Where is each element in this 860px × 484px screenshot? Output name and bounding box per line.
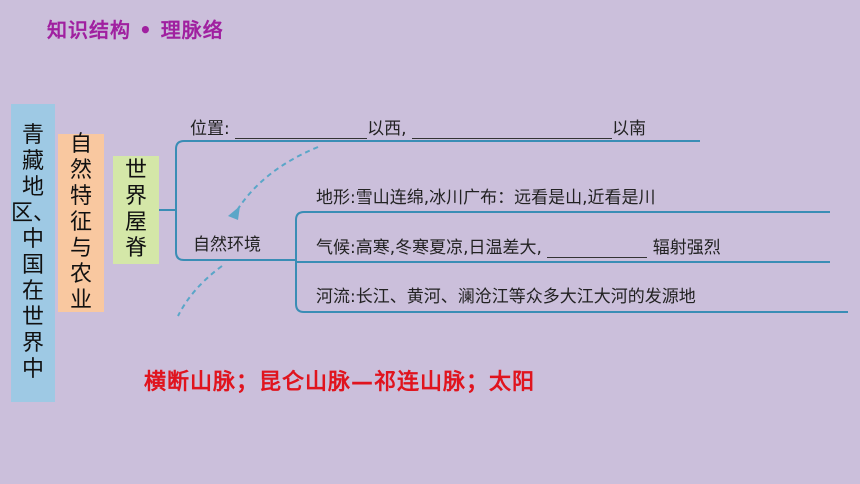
position-mid: 以西, xyxy=(367,119,407,139)
position-label: 位置: xyxy=(190,119,230,139)
climate-row: 气候:高寒,冬寒夏凉,日温差大, 辐射强烈 xyxy=(316,233,721,258)
natural-env-label: 自然环境 xyxy=(193,235,261,255)
position-end: 以南 xyxy=(611,119,646,139)
dashed-arrow-position xyxy=(235,146,319,213)
roof-of-world-box: 世界 屋脊 xyxy=(113,156,159,264)
dashed-arrow-env xyxy=(177,265,223,317)
terrain-row: 地形:雪山连绵,冰川广布：远看是山,近看是川 xyxy=(316,188,656,208)
region-title-box: 青藏 地区、 中国 在世 界中 xyxy=(11,104,55,402)
rivers-row: 河流:长江、黄河、澜沧江等众多大江大河的发源地 xyxy=(316,287,696,307)
bracket-main xyxy=(175,140,700,261)
blank-1 xyxy=(235,124,368,139)
climate-text: 气候:高寒,冬寒夏凉,日温差大, xyxy=(316,238,542,258)
page-title: 知识结构 • 理脉络 xyxy=(47,18,224,42)
answer-text: 横断山脉；昆仑山脉—祁连山脉；太阳 xyxy=(144,370,536,395)
nature-agriculture-box: 自然 特征 与农 业 xyxy=(58,132,104,313)
position-row: 位置: 以西, 以南 xyxy=(190,114,646,139)
climate-end: 辐射强烈 xyxy=(652,238,721,258)
blank-3 xyxy=(547,243,648,258)
arrow-head-icon xyxy=(228,206,240,220)
blank-2 xyxy=(411,124,612,139)
